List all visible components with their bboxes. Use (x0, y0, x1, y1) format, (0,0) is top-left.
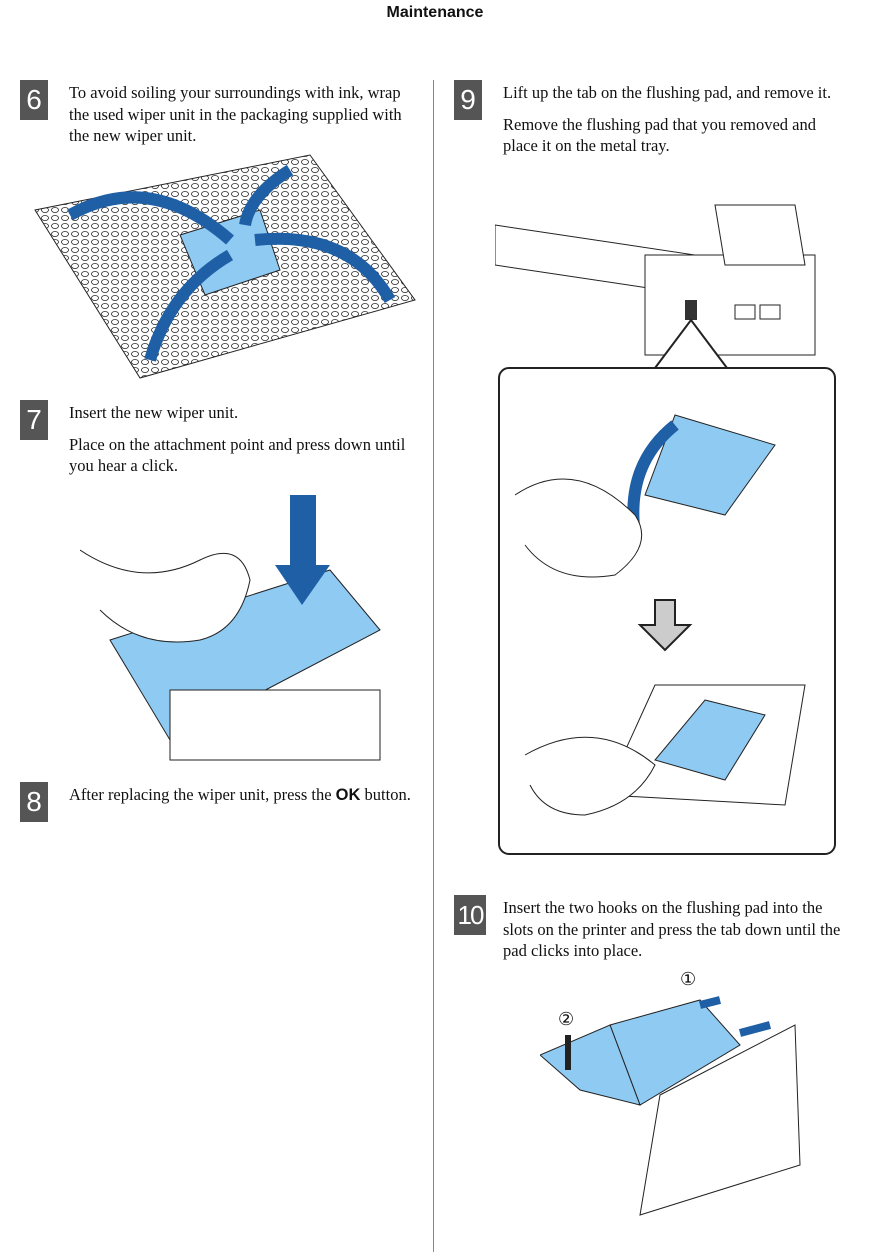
step-number: 8 (20, 782, 48, 822)
column-divider (433, 80, 434, 1252)
remove-flushing-pad-illustration (495, 204, 836, 855)
page-header: Maintenance (386, 4, 484, 21)
step-number: 7 (20, 400, 48, 440)
step-text: Insert the new wiper unit. (69, 403, 239, 422)
callout-1: ① (680, 969, 696, 989)
step-number: 9 (454, 80, 482, 120)
insert-wiper-illustration (80, 495, 381, 761)
insert-flushing-pad-illustration: ① ② (540, 969, 801, 1216)
wrap-wiper-illustration (34, 154, 416, 379)
step-text: Lift up the tab on the flushing pad, and… (503, 83, 832, 102)
callout-2: ② (558, 1009, 574, 1029)
step-text: Place on the attachment point and press … (69, 434, 406, 476)
step-text: Remove the flushing pad that you removed… (503, 114, 816, 156)
step-text: Insert the two hooks on the flushing pad… (503, 898, 841, 960)
step-text: To avoid soiling your surroundings with … (69, 83, 402, 145)
step-number: 6 (20, 80, 48, 120)
ok-button-label: OK (335, 786, 361, 804)
step-number: 10 (454, 895, 486, 935)
